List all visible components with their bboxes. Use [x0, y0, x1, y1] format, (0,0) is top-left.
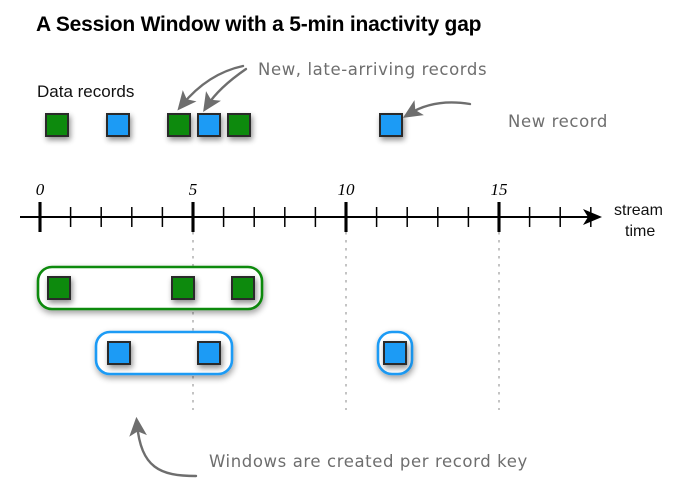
- green-session-window-record-1: [171, 276, 195, 300]
- annotation-windows-per-key: Windows are created per record key: [129, 416, 528, 478]
- data-records-label: Data records: [37, 82, 135, 101]
- blue-session-window-1[interactable]: [94, 330, 234, 376]
- stream-time-label-line2: time: [625, 223, 656, 240]
- blue-session-window-1-record-0-fill: [107, 341, 131, 365]
- blue-session-window-1-record-1-fill: [197, 341, 221, 365]
- green-session-window[interactable]: [36, 265, 264, 311]
- annotation-text-late-arriving-records: New, late-arriving records: [258, 60, 487, 79]
- annotation-arrow-windows-per-key-0: [129, 416, 198, 478]
- data-record-green-0-fill: [45, 113, 69, 137]
- timeline-axis: 0 5 10 15: [20, 180, 602, 232]
- blue-session-window-2-record-0-fill: [383, 341, 407, 365]
- data-record-blue-1: [106, 113, 130, 137]
- axis-tick-label-5: 5: [189, 180, 198, 199]
- page-title: A Session Window with a 5-min inactivity…: [36, 13, 482, 36]
- annotation-text-new-record: New record: [508, 112, 608, 131]
- data-record-blue-1-fill: [106, 113, 130, 137]
- annotation-late-arriving-records: New, late-arriving records: [177, 60, 487, 113]
- data-record-green-2: [167, 113, 191, 137]
- data-records-row: [45, 113, 403, 137]
- axis-ticks: [38, 202, 592, 232]
- stream-time-label-line1: stream: [614, 202, 663, 219]
- blue-session-window-1-record-1: [197, 341, 221, 365]
- annotation-arrow-late-arriving-records-1: [203, 67, 248, 113]
- data-record-blue-5-fill: [379, 113, 403, 137]
- data-record-blue-3: [197, 113, 221, 137]
- axis-tick-label-15: 15: [491, 180, 508, 199]
- green-session-window-capsule: [36, 265, 264, 311]
- session-windows: [36, 265, 414, 376]
- blue-session-window-2[interactable]: [376, 330, 414, 376]
- data-record-green-4: [227, 113, 251, 137]
- blue-session-window-2-record-0: [383, 341, 407, 365]
- data-record-green-0: [45, 113, 69, 137]
- annotation-arrow-new-record-0: [402, 100, 472, 118]
- axis-tick-labels: 0 5 10 15: [36, 180, 508, 199]
- data-record-blue-3-fill: [197, 113, 221, 137]
- green-session-window-record-2-fill: [231, 276, 255, 300]
- blue-session-window-1-record-0: [107, 341, 131, 365]
- axis-tick-label-10: 10: [338, 180, 356, 199]
- annotation-new-record: New record: [402, 100, 608, 131]
- annotation-arrow-late-arriving-records-0: [177, 64, 245, 111]
- data-record-green-2-fill: [167, 113, 191, 137]
- axis-tick-label-0: 0: [36, 180, 45, 199]
- data-record-green-4-fill: [227, 113, 251, 137]
- green-session-window-record-1-fill: [171, 276, 195, 300]
- axis-arrow-head: [583, 209, 602, 225]
- guide-lines: [192, 232, 500, 410]
- annotation-text-windows-per-key: Windows are created per record key: [209, 452, 528, 471]
- data-record-blue-5: [379, 113, 403, 137]
- green-session-window-record-0: [47, 276, 71, 300]
- green-session-window-record-2: [231, 276, 255, 300]
- green-session-window-record-0-fill: [47, 276, 71, 300]
